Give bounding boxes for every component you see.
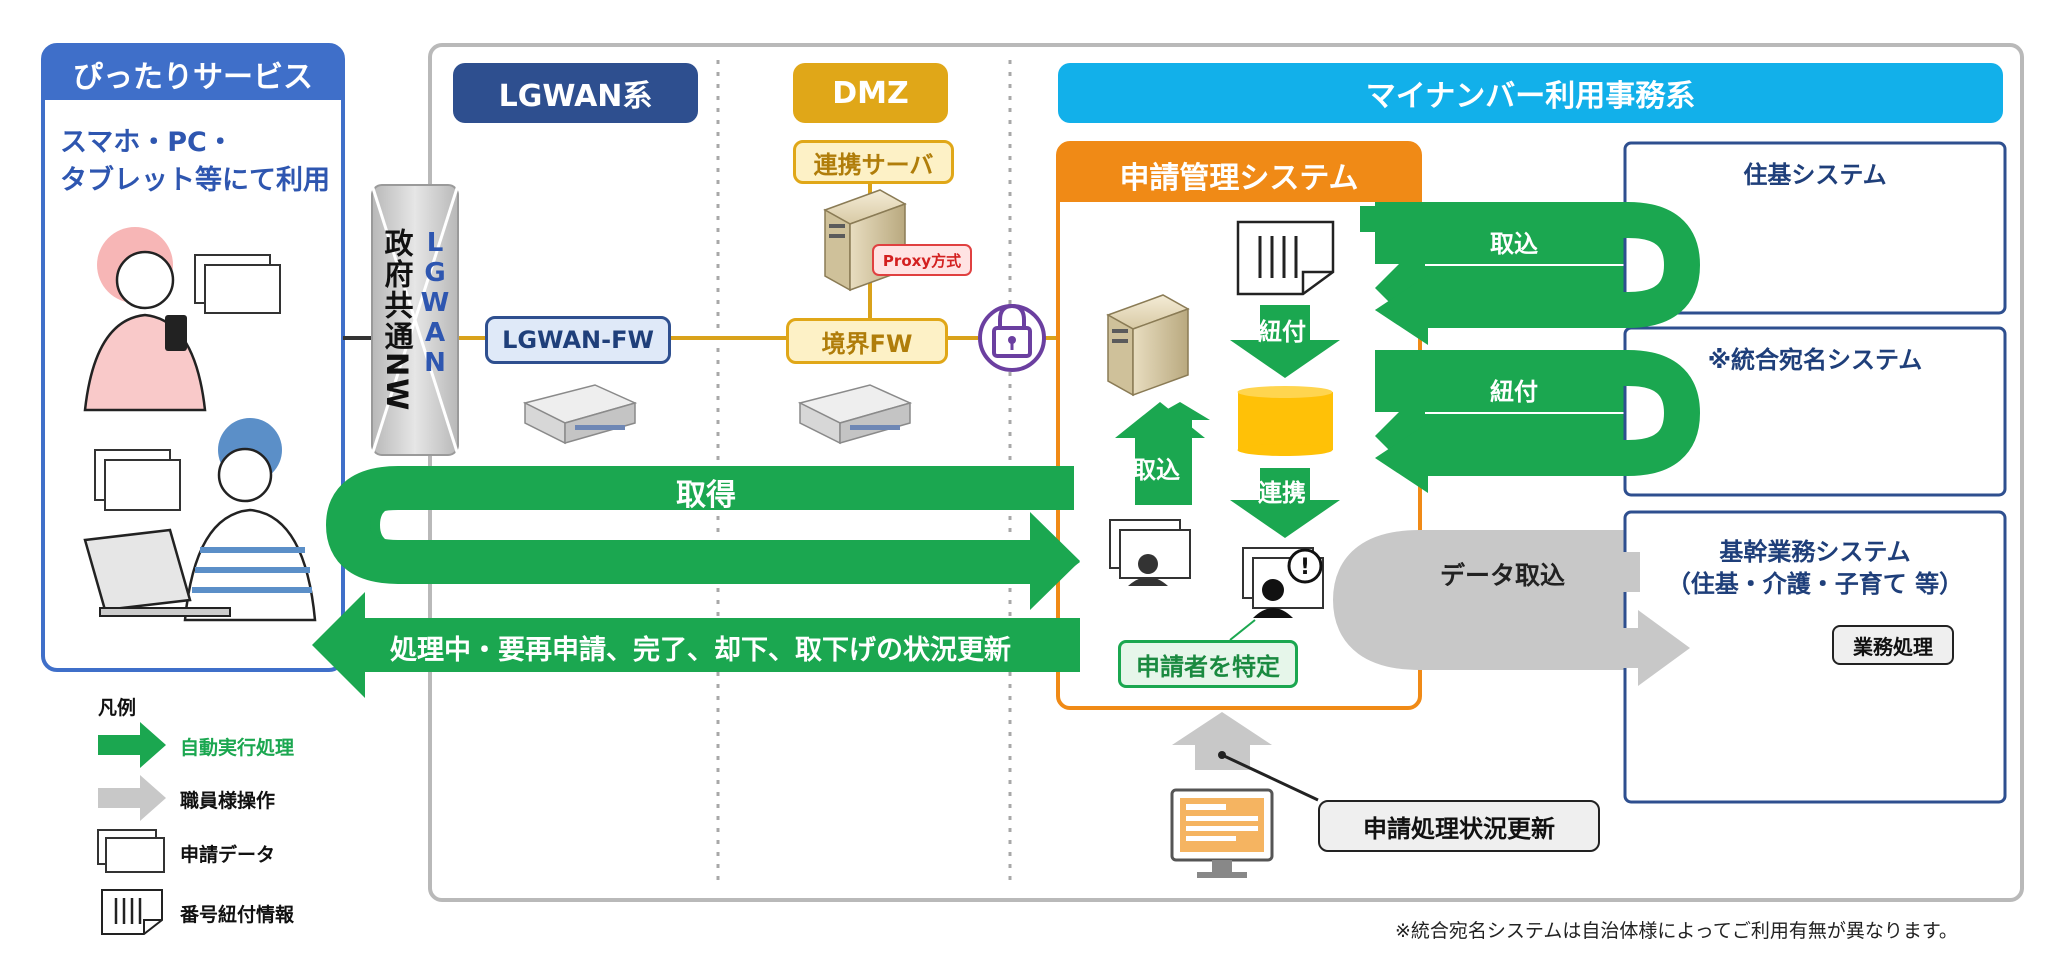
kikan-system-label-1: 基幹業務システム <box>1719 538 1911 566</box>
proxy-label: Proxy方式 <box>872 244 972 276</box>
legend-auto-label: 自動実行処理 <box>180 737 295 759</box>
legend-title: 凡例 <box>98 697 137 719</box>
smartphone-user-illustration <box>83 227 207 412</box>
lgwan-fw-label: LGWAN-FW <box>485 316 671 364</box>
app-data-icon-user2 <box>94 449 181 511</box>
gov-network-gate <box>370 184 460 456</box>
kikan-system-label-2: （住基・介護・子育て 等） <box>1666 570 1964 598</box>
link-togo-label: 紐付 <box>1490 378 1538 406</box>
applicant-icon: ! <box>1242 547 1324 618</box>
app-data-icon-user1 <box>194 254 281 314</box>
monitor-icon-staff <box>1170 788 1274 878</box>
server-icon-app <box>1106 294 1190 397</box>
legend-gray-arrow <box>98 775 166 821</box>
legend-app-data-icon <box>97 829 165 873</box>
business-process-label: 業務処理 <box>1832 625 1954 665</box>
link-down-arrow <box>1230 305 1340 378</box>
legend-green-arrow <box>98 722 166 768</box>
legend-app-data-label: 申請データ <box>180 844 276 866</box>
link-info-doc-icon-app <box>1236 220 1335 296</box>
juki-system-label: 住基システム <box>1743 161 1887 189</box>
footnote: ※統合宛名システムは自治体様によってご利用有無が異なります。 <box>1395 920 1958 942</box>
app-mgmt-title: 申請管理システム <box>1119 161 1359 196</box>
firewall-appliance-dmz <box>797 384 913 445</box>
database-icon <box>1237 386 1333 456</box>
legend-staff-label: 職員様操作 <box>180 790 276 812</box>
relay-server-label: 連携サーバ <box>793 140 954 184</box>
data-import-label: データ取込 <box>1440 561 1566 590</box>
status-update-label: 処理中・要再申請、完了、却下、取下げの状況更新 <box>390 635 1011 666</box>
laptop-user-illustration <box>83 418 317 622</box>
legend-link-info-label: 番号紐付情報 <box>180 904 295 926</box>
link-down-label: 紐付 <box>1258 318 1306 346</box>
app-data-icon-app <box>1109 519 1191 586</box>
relay-down-label: 連携 <box>1258 479 1306 507</box>
gov-network-label-jp: 政府共通NW <box>380 228 414 413</box>
border-fw-label: 境界FW <box>786 318 948 364</box>
relay-down-arrow <box>1230 468 1340 538</box>
acquire-label: 取得 <box>676 478 736 513</box>
status-update-arrow <box>312 592 1080 698</box>
pittari-usage-line2: タブレット等にて利用 <box>60 165 330 196</box>
identify-applicant-label: 申請者を特定 <box>1118 640 1298 688</box>
staff-up-arrow <box>1172 712 1272 770</box>
legend-link-info-icon <box>101 889 163 935</box>
app-status-update-label: 申請処理状況更新 <box>1318 800 1600 852</box>
zone-header-dmz: DMZ <box>793 63 948 123</box>
zone-header-lgwan: LGWAN系 <box>453 63 698 123</box>
svg-text:!: ! <box>1300 555 1310 580</box>
zone-header-mynumber: マイナンバー利用事務系 <box>1058 63 2003 123</box>
pittari-title: ぴったりサービス <box>73 60 313 95</box>
firewall-appliance-lgwan <box>522 384 638 445</box>
lock-icon <box>978 303 1046 372</box>
togo-box <box>1623 326 2007 497</box>
gov-network-label-en: LGWAN <box>420 228 450 378</box>
import-juki-label: 取込 <box>1490 230 1538 258</box>
pittari-usage-line1: スマホ・PC・ <box>60 127 234 158</box>
import-up-label: 取込 <box>1132 456 1180 484</box>
togo-system-label: ※統合宛名システム <box>1707 346 1923 374</box>
